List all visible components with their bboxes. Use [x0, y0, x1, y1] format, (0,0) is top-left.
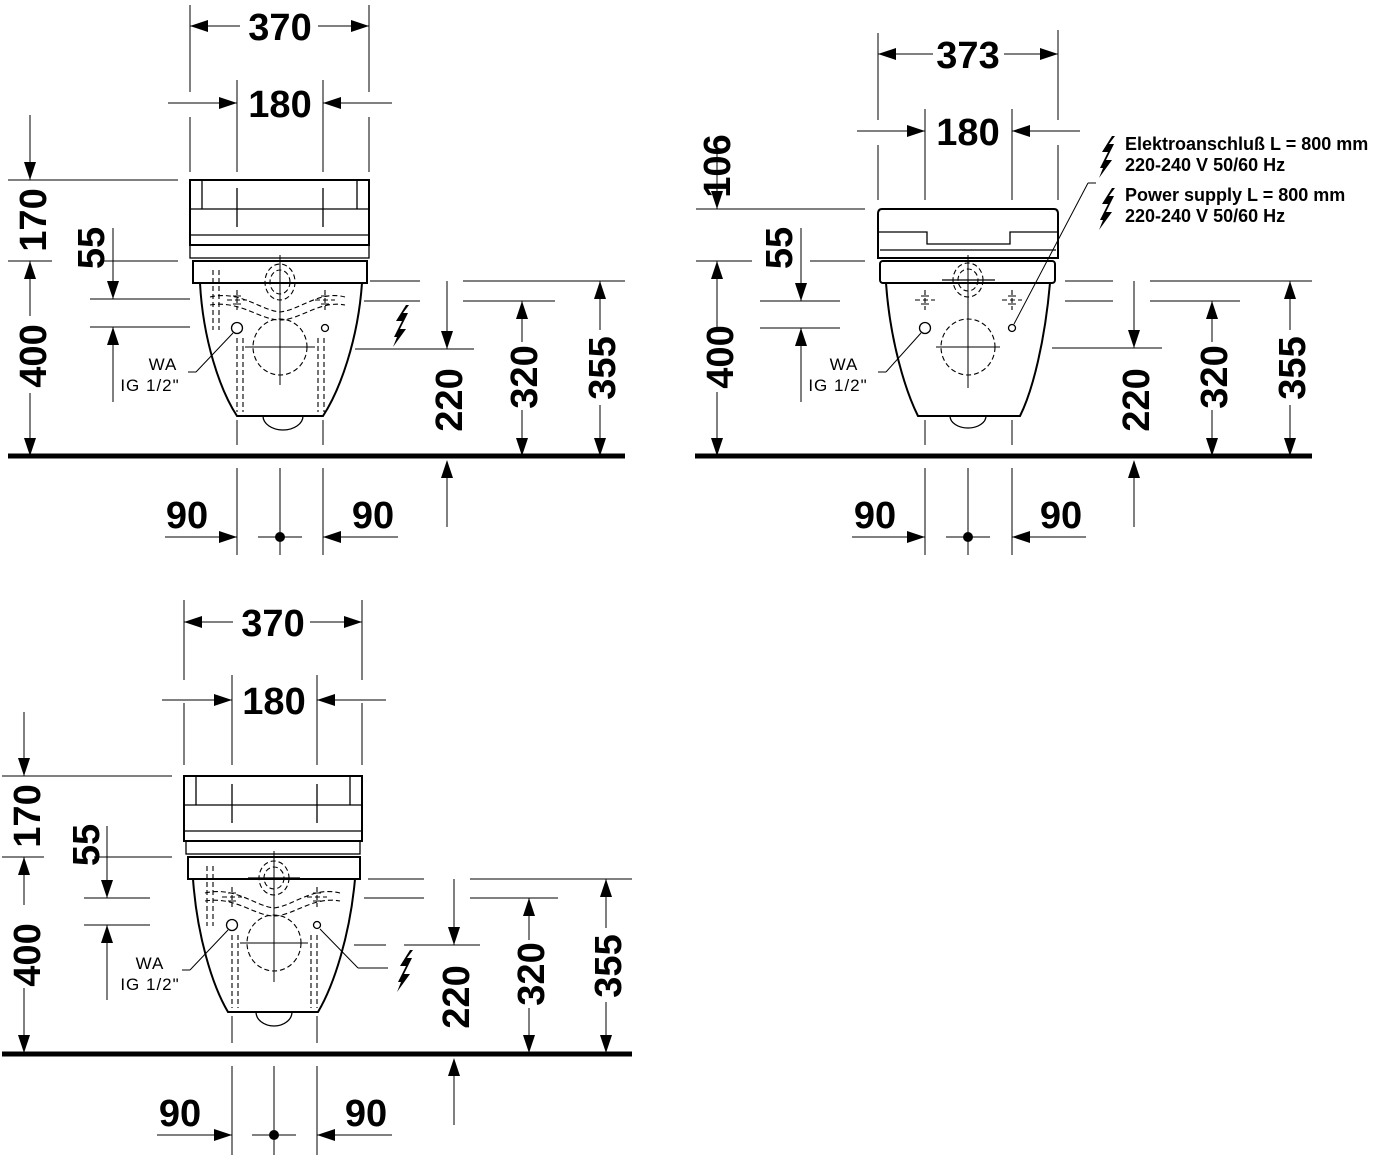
lightning-bolt-icon	[1099, 188, 1115, 230]
power-note-en-line1: Power supply L = 800 mm	[1125, 185, 1345, 205]
dim-spacing-left: 90	[166, 495, 208, 537]
dim-height-320: 320	[504, 345, 546, 408]
dim-spacing-left: 90	[159, 1093, 201, 1135]
dim-offset-55: 55	[71, 227, 113, 269]
label-water-connection: WA	[830, 355, 859, 374]
dim-width-overall: 373	[936, 35, 999, 77]
label-water-thread: IG 1/2"	[120, 975, 179, 994]
power-note-de-line2: 220-240 V 50/60 Hz	[1125, 155, 1285, 175]
dim-width-inner: 180	[242, 681, 305, 723]
dim-height-220: 220	[429, 368, 471, 431]
drawing-view-1: 370 180	[8, 5, 625, 555]
dim-height-220: 220	[436, 965, 478, 1028]
label-water-connection: WA	[149, 355, 178, 374]
dim-spacing-left: 90	[854, 495, 896, 537]
dim-height-320: 320	[511, 942, 553, 1005]
dim-height-400: 400	[7, 923, 49, 986]
dim-spacing-right: 90	[352, 495, 394, 537]
drawing-view-3: 370 180	[2, 600, 632, 1155]
lightning-bolt-icon	[1099, 136, 1115, 178]
dim-seat-height: 106	[697, 134, 739, 197]
dim-offset-55: 55	[66, 824, 108, 866]
drawing-view-2: 373 180 WA IG 1/2"	[695, 30, 1368, 555]
dim-height-400: 400	[13, 324, 55, 387]
dim-seat-height: 170	[7, 784, 49, 847]
label-water-connection: WA	[136, 954, 165, 973]
dim-spacing-right: 90	[345, 1093, 387, 1135]
dim-width-overall: 370	[241, 603, 304, 645]
power-note-de-line1: Elektroanschluß L = 800 mm	[1125, 134, 1368, 154]
dim-height-355: 355	[582, 336, 624, 399]
dim-height-220: 220	[1116, 368, 1158, 431]
label-water-thread: IG 1/2"	[120, 376, 179, 395]
label-water-thread: IG 1/2"	[808, 376, 867, 395]
dim-width-inner: 180	[248, 84, 311, 126]
dim-offset-55: 55	[759, 227, 801, 269]
dim-height-320: 320	[1194, 345, 1236, 408]
dim-seat-height: 170	[13, 188, 55, 251]
power-note-en-line2: 220-240 V 50/60 Hz	[1125, 206, 1285, 226]
power-note-de: Elektroanschluß L = 800 mm 220-240 V 50/…	[1099, 134, 1368, 178]
dim-height-355: 355	[588, 934, 630, 997]
power-note-en: Power supply L = 800 mm 220-240 V 50/60 …	[1099, 185, 1345, 230]
dim-spacing-right: 90	[1040, 495, 1082, 537]
dim-height-355: 355	[1272, 336, 1314, 399]
lightning-bolt-icon	[397, 950, 413, 992]
dim-width-inner: 180	[936, 112, 999, 154]
dim-height-400: 400	[700, 325, 742, 388]
dim-width-overall: 370	[248, 7, 311, 49]
